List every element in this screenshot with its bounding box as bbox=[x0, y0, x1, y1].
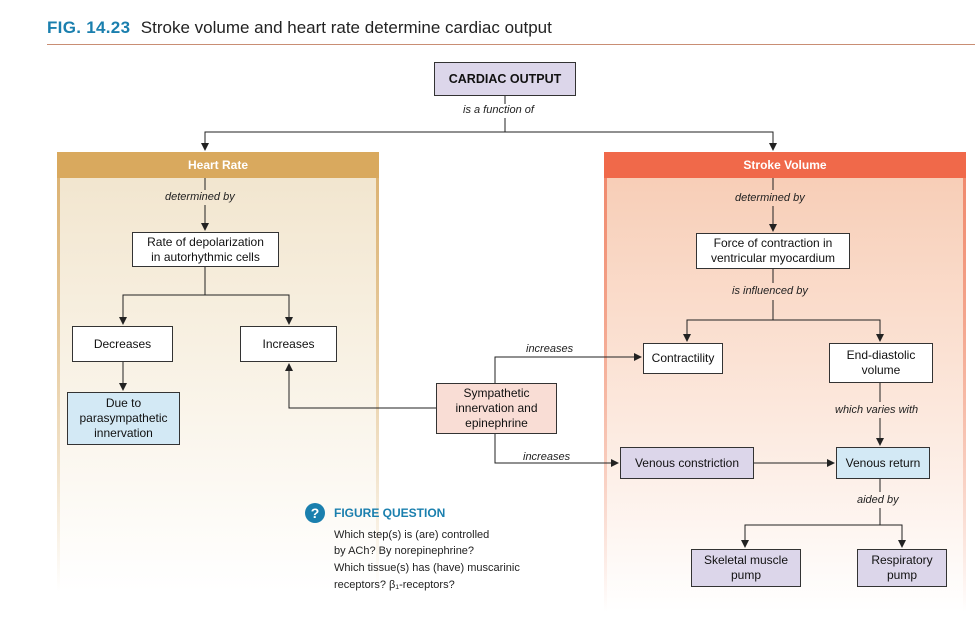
arrow-to-contractility bbox=[683, 300, 774, 342]
arrow-to-increases bbox=[205, 294, 293, 325]
heart-rate-panel-title: Heart Rate bbox=[57, 152, 379, 178]
arrow-to-edv bbox=[773, 319, 884, 342]
figure-question-line-3: Which tissue(s) has (have) muscarinic bbox=[334, 562, 520, 574]
parasympathetic-box: Due to parasympathetic innervation bbox=[67, 392, 180, 445]
figure-question-title: FIGURE QUESTION bbox=[334, 506, 446, 520]
skeletal-muscle-pump-box: Skeletal muscle pump bbox=[691, 549, 801, 587]
arrow-sympathetic-to-increases bbox=[285, 363, 436, 409]
figure-question-line-1: Which step(s) is (are) controlled bbox=[334, 529, 490, 541]
arrow-to-respiratory-pump bbox=[880, 524, 906, 548]
heart-rate-panel: Heart Rate bbox=[57, 152, 379, 592]
label-which-varies-with: which varies with bbox=[835, 404, 919, 416]
figure-question-line-4: receptors? β₁-receptors? bbox=[334, 579, 455, 591]
label-increases-top: increases bbox=[526, 343, 574, 355]
sympathetic-box: Sympathetic innervation and epinephrine bbox=[436, 383, 557, 434]
label-increases-bottom: increases bbox=[523, 451, 571, 463]
label-aided-by: aided by bbox=[857, 494, 899, 506]
arrow-to-skeletal-pump bbox=[741, 508, 881, 548]
venous-return-box: Venous return bbox=[836, 447, 930, 479]
cardiac-output-box: CARDIAC OUTPUT bbox=[434, 62, 576, 96]
decreases-box: Decreases bbox=[72, 326, 173, 362]
rate-of-depolarization-box: Rate of depolarization in autorhythmic c… bbox=[132, 232, 279, 267]
increases-box: Increases bbox=[240, 326, 337, 362]
end-diastolic-volume-box: End-diastolic volume bbox=[829, 343, 933, 383]
label-determined-by-sv: determined by bbox=[735, 192, 805, 204]
question-icon: ? bbox=[305, 503, 325, 523]
figure-header: FIG. 14.23 Stroke volume and heart rate … bbox=[47, 18, 552, 38]
label-determined-by-hr: determined by bbox=[165, 191, 235, 203]
contractility-box: Contractility bbox=[643, 343, 723, 374]
figure-question-line-2: by ACh? By norepinephrine? bbox=[334, 545, 475, 557]
arrow-sympathetic-to-venous-constriction bbox=[494, 434, 619, 467]
label-is-a-function-of: is a function of bbox=[463, 104, 534, 116]
arrow-to-stroke-volume bbox=[505, 131, 777, 151]
header-rule bbox=[47, 44, 975, 45]
label-is-influenced-by: is influenced by bbox=[732, 285, 808, 297]
venous-constriction-box: Venous constriction bbox=[620, 447, 754, 479]
arrow-to-heart-rate bbox=[201, 118, 506, 151]
respiratory-pump-box: Respiratory pump bbox=[857, 549, 947, 587]
arrow-to-decreases bbox=[119, 267, 206, 325]
force-of-contraction-box: Force of contraction in ventricular myoc… bbox=[696, 233, 850, 269]
arrow-sympathetic-to-contractility bbox=[494, 353, 642, 383]
figure-number: FIG. 14.23 bbox=[47, 18, 131, 37]
stroke-volume-panel-title: Stroke Volume bbox=[604, 152, 966, 178]
figure-title: Stroke volume and heart rate determine c… bbox=[140, 18, 552, 37]
